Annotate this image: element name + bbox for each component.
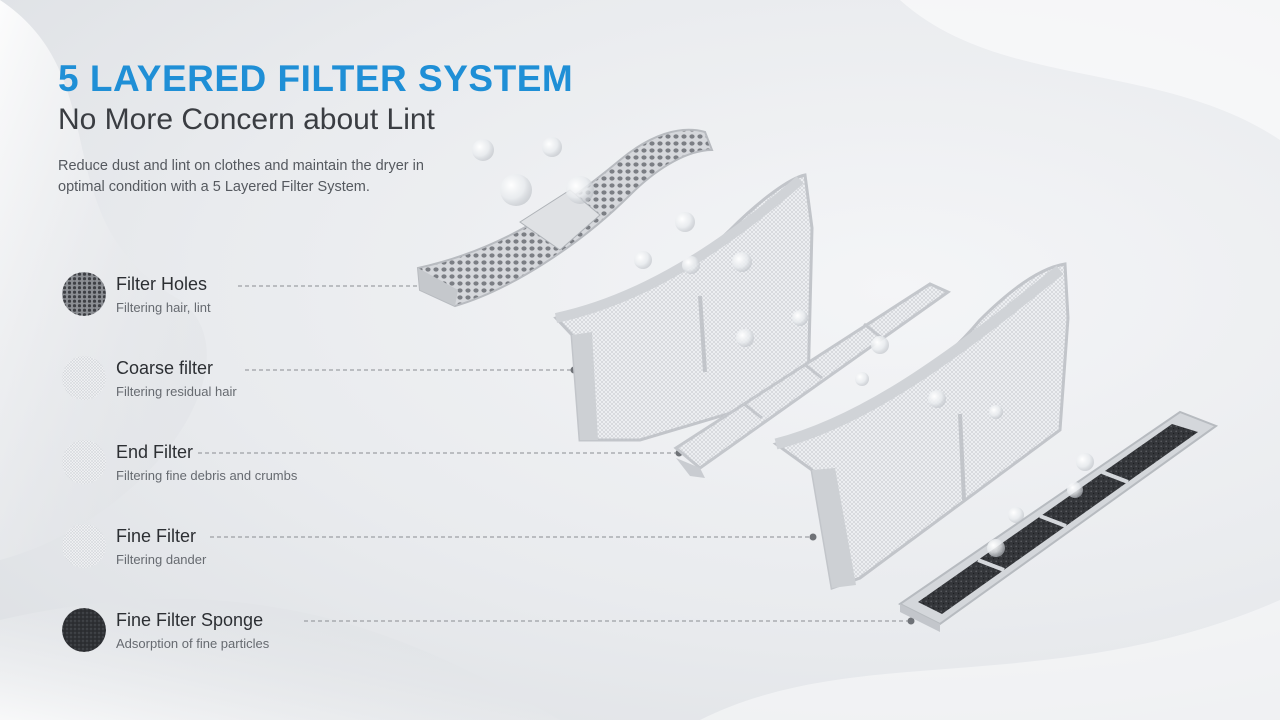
page-title: 5 LAYERED FILTER SYSTEM bbox=[58, 58, 574, 99]
fine-filter-sponge-part bbox=[898, 410, 1219, 632]
mesh-icon bbox=[62, 524, 106, 568]
layer-name: Fine Filter bbox=[116, 526, 197, 546]
lint-bubbles bbox=[472, 137, 1094, 557]
page-subtitle: No More Concern about Lint bbox=[58, 103, 435, 136]
layer-item-fine-filter: Fine Filter Filtering dander bbox=[62, 524, 422, 572]
layer-name: Coarse filter bbox=[116, 358, 214, 378]
mesh-icon bbox=[62, 356, 106, 400]
holes-icon bbox=[62, 272, 106, 316]
sponge-icon bbox=[62, 608, 106, 652]
filter-holes-part bbox=[416, 128, 714, 308]
layer-item-fine-filter-sponge: Fine Filter Sponge Adsorption of fine pa… bbox=[62, 608, 422, 656]
layer-name: Filter Holes bbox=[116, 274, 208, 294]
layer-desc: Filtering residual hair bbox=[116, 384, 237, 399]
coarse-filter-part bbox=[553, 173, 814, 442]
layer-item-end-filter: End Filter Filtering fine debris and cru… bbox=[62, 440, 422, 488]
fine-filter-part bbox=[772, 262, 1070, 591]
mesh-icon bbox=[62, 440, 106, 484]
layer-desc: Filtering fine debris and crumbs bbox=[116, 468, 298, 483]
layer-name: End Filter bbox=[116, 442, 194, 462]
leader-lines bbox=[198, 285, 911, 622]
layer-item-coarse-filter: Coarse filter Filtering residual hair bbox=[62, 356, 422, 404]
layer-name: Fine Filter Sponge bbox=[116, 610, 264, 630]
layer-desc: Filtering hair, lint bbox=[116, 300, 211, 315]
layer-item-filter-holes: Filter Holes Filtering hair, lint bbox=[62, 272, 422, 320]
end-filter-part bbox=[673, 282, 952, 478]
layer-desc: Filtering dander bbox=[116, 552, 207, 567]
page-description: Reduce dust and lint on clothes and main… bbox=[58, 158, 424, 195]
layer-desc: Adsorption of fine particles bbox=[116, 636, 270, 651]
